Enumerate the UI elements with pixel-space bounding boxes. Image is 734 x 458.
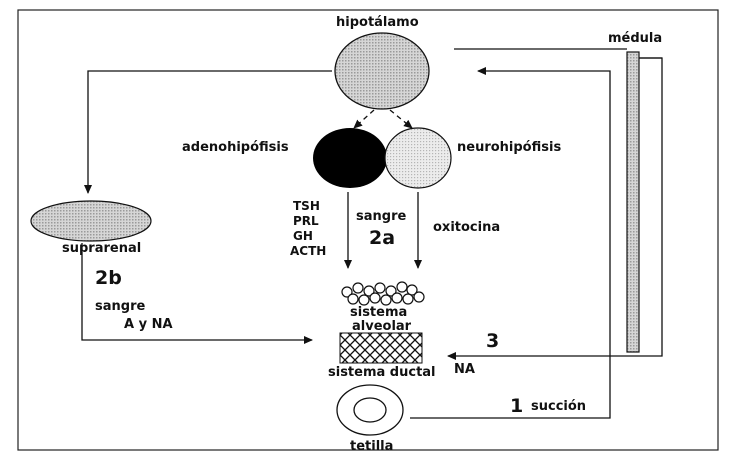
alveolar-cluster — [342, 282, 424, 305]
medula-bar — [627, 52, 639, 352]
ductal-mesh — [340, 333, 422, 363]
label-oxitocina: oxitocina — [433, 221, 500, 234]
label-hormone-prl: PRL — [293, 215, 319, 227]
label-hormone-gh: GH — [293, 230, 313, 242]
arrow-hipotalamo-suprarrenal — [88, 71, 332, 193]
arrow-suprarrenal-ductal — [82, 243, 312, 340]
label-step-3: 3 — [486, 332, 499, 351]
label-sistema-alveolar-1: sistema — [350, 306, 407, 319]
arrow-succion-hipotalamo — [410, 71, 610, 418]
label-adenohipofisis: adenohipófisis — [182, 141, 289, 154]
label-suprarrenal: suprarenal — [62, 242, 141, 255]
label-neurohipofisis: neurohipófisis — [457, 141, 561, 154]
label-sistema-alveolar-2: alveolar — [352, 320, 411, 333]
label-hormone-acth: ACTH — [290, 245, 326, 257]
label-succion: succión — [531, 400, 586, 413]
label-sistema-ductal: sistema ductal — [328, 366, 436, 379]
label-a-y-na: A y NA — [124, 318, 173, 331]
adenohipofisis-shape — [313, 128, 387, 188]
label-step-2a: 2a — [369, 229, 395, 248]
label-medula: médula — [608, 32, 662, 45]
hipotalamo-shape — [335, 33, 429, 109]
dashed-arrow-neuro — [390, 110, 412, 128]
label-step-1: 1 — [510, 397, 523, 416]
dashed-arrow-adeno — [354, 110, 374, 128]
label-na: NA — [454, 363, 475, 376]
suprarrenal-shape — [31, 201, 151, 241]
neurohipofisis-shape — [385, 128, 451, 188]
label-hipotalamo: hipotálamo — [336, 16, 419, 29]
label-step-2b: 2b — [95, 269, 122, 288]
label-sangre-upper: sangre — [356, 210, 406, 223]
label-hormone-tsh: TSH — [293, 200, 320, 212]
label-sangre-lower: sangre — [95, 300, 145, 313]
label-tetilla: tetilla — [350, 440, 393, 453]
tetilla-inner — [354, 398, 386, 422]
